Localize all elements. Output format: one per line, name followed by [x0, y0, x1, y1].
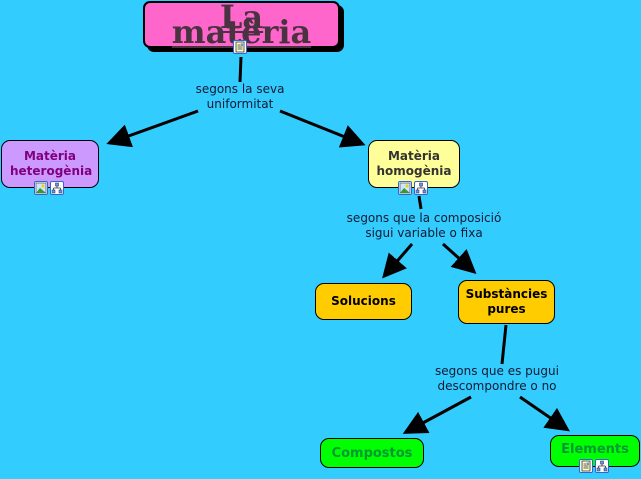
submap-icon[interactable]: [50, 181, 64, 195]
arrow-to-compounds: [402, 395, 472, 434]
link-phrase-line: descompondre o no: [437, 379, 557, 393]
concept-substancies-pures[interactable]: Substàncies pures: [458, 280, 555, 324]
submap-icon[interactable]: [595, 459, 609, 473]
concept-label: Matèria heterogènia: [10, 149, 93, 178]
link-phrase-line: segons la seva: [195, 82, 285, 96]
document-icon[interactable]: [233, 40, 247, 54]
concept-label: Elements: [561, 442, 629, 457]
arrow-to-heterogeneous: [106, 109, 199, 148]
concept-materia-heterogenia[interactable]: Matèria heterogènia: [1, 140, 99, 188]
concept-compostos[interactable]: Compostos: [320, 438, 424, 468]
concept-label: Solucions: [331, 294, 396, 308]
concept-materia-homogenia[interactable]: Matèria homogènia: [368, 140, 460, 188]
link-phrase-uniformity[interactable]: segons la seva uniformitat: [196, 82, 285, 112]
link-phrase-composition[interactable]: segons que la composició sigui variable …: [347, 211, 502, 241]
arrow-to-homogeneous: [279, 109, 366, 148]
image-icon[interactable]: [398, 181, 412, 195]
arrow-to-solutions: [382, 243, 414, 279]
line-homogeneous-to-composition: [417, 195, 423, 210]
line-pure-to-decompose: [500, 324, 508, 365]
concept-label: Substàncies pures: [465, 287, 548, 316]
arrow-to-elements: [519, 395, 570, 432]
link-phrase-line: segons que es pugui: [435, 364, 559, 378]
link-phrase-line: sigui variable o fixa: [365, 226, 483, 240]
concept-label: Matèria homogènia: [376, 149, 452, 178]
line-root-to-uniformity: [238, 56, 243, 83]
submap-icon[interactable]: [414, 181, 428, 195]
link-phrase-line: uniformitat: [206, 97, 274, 111]
concept-label: Compostos: [331, 445, 413, 461]
document-icon[interactable]: [579, 459, 593, 473]
link-phrase-decompose[interactable]: segons que es pugui descompondre o no: [435, 364, 559, 394]
arrow-to-pure-substances: [441, 242, 477, 275]
image-icon[interactable]: [34, 181, 48, 195]
concept-solucions[interactable]: Solucions: [315, 283, 412, 320]
concept-label: La matèria: [171, 0, 312, 51]
link-phrase-line: segons que la composició: [346, 211, 502, 225]
